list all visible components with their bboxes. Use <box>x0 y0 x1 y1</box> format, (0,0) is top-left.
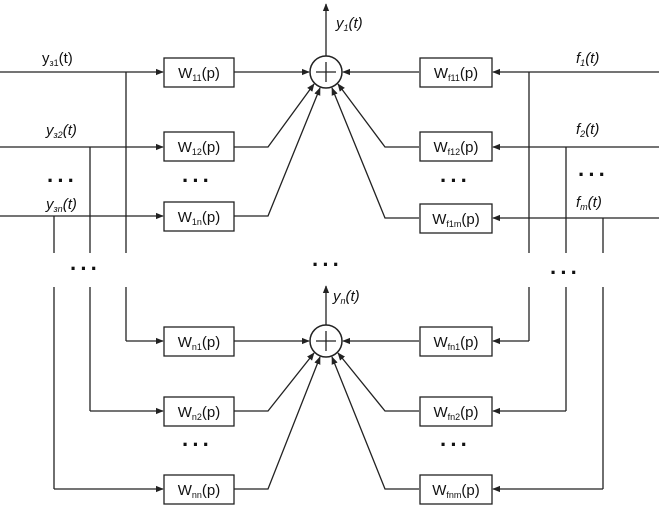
link-wfn2-sum <box>337 352 419 412</box>
ellipsis-center: ··· <box>312 252 343 277</box>
label-yn-input: yзn(t) <box>45 196 77 214</box>
ellipsis-left-inputs: ··· <box>47 168 78 193</box>
label-f1-input: f1(t) <box>576 50 599 68</box>
block-wf1m: Wf1m(p) <box>419 203 493 234</box>
svg-text:Wf11(p): Wf11(p) <box>434 65 478 83</box>
ellipsis-right-inputs: ··· <box>578 162 609 187</box>
block-w1n: W1n(p) <box>163 201 235 232</box>
link-wn2-sum <box>234 352 315 412</box>
ellipsis-bottom-right-blocks: ··· <box>440 432 471 457</box>
ellipsis-right-taps: ··· <box>550 260 581 285</box>
link-wf1m-sum <box>331 87 419 219</box>
ellipsis-bottom-left-blocks: ··· <box>182 432 213 457</box>
link-wfnm-sum <box>331 356 419 490</box>
ellipsis-top-left-blocks: ··· <box>182 168 213 193</box>
block-wfnm: Wfnm(p) <box>419 474 493 505</box>
svg-text:Wn1(p): Wn1(p) <box>178 334 221 352</box>
svg-text:Wn2(p): Wn2(p) <box>178 404 221 422</box>
summing-junction-bottom <box>309 324 343 358</box>
svg-text:Wnn(p): Wnn(p) <box>178 482 221 500</box>
link-w12-sum <box>234 83 315 148</box>
summing-junction-top <box>309 55 343 89</box>
svg-text:Wf1m(p): Wf1m(p) <box>432 211 480 229</box>
label-yn-output: yn(t) <box>332 288 360 306</box>
svg-text:Wfn2(p): Wfn2(p) <box>433 404 478 422</box>
block-wf12: Wf12(p) <box>419 131 493 162</box>
svg-text:Wf12(p): Wf12(p) <box>433 139 478 157</box>
link-wf12-sum <box>337 83 419 148</box>
svg-text:W12(p): W12(p) <box>178 139 221 157</box>
label-y1-input: yз1(t) <box>42 50 73 68</box>
block-wnn: Wnn(p) <box>163 474 235 505</box>
block-wf11: Wf11(p) <box>419 57 493 88</box>
block-wn2: Wn2(p) <box>163 396 235 427</box>
label-y1-output: y1(t) <box>335 15 363 33</box>
label-fm-input: fm(t) <box>576 194 602 212</box>
svg-text:Wfnm(p): Wfnm(p) <box>432 482 480 500</box>
label-y2-input: yз2(t) <box>45 122 77 140</box>
link-wnn-sum <box>234 356 321 490</box>
block-w11: W11(p) <box>163 57 235 88</box>
block-wfn1: Wfn1(p) <box>419 326 493 357</box>
ellipsis-left-taps: ··· <box>70 256 101 281</box>
ellipsis-top-right-blocks: ··· <box>440 168 471 193</box>
label-f2-input: f2(t) <box>576 121 599 139</box>
svg-text:W1n(p): W1n(p) <box>178 209 221 227</box>
block-w12: W12(p) <box>163 131 235 162</box>
svg-text:Wfn1(p): Wfn1(p) <box>433 334 478 352</box>
block-wfn2: Wfn2(p) <box>419 396 493 427</box>
link-w1n-sum <box>234 87 321 217</box>
svg-text:W11(p): W11(p) <box>178 65 220 83</box>
block-wn1: Wn1(p) <box>163 326 235 357</box>
